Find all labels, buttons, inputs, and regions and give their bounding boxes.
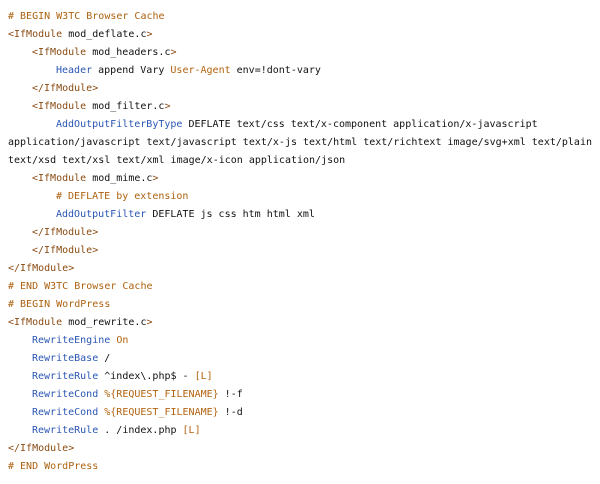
code-directive: AddOutputFilter	[56, 209, 147, 220]
code-value: [L]	[182, 425, 201, 436]
code-line: RewriteCond %{REQUEST_FILENAME} !-d	[8, 404, 600, 422]
code-text: mod_mime.c	[86, 173, 153, 184]
code-directive: RewriteRule	[32, 371, 99, 382]
code-line: # END W3TC Browser Cache	[8, 278, 600, 296]
code-tag: <IfModule	[8, 317, 63, 328]
code-tag: </IfModule>	[32, 83, 99, 94]
code-line: # END WordPress	[8, 458, 600, 476]
code-line: RewriteRule . /index.php [L]	[8, 422, 600, 440]
code-text: ^index\.php$ -	[98, 371, 195, 382]
code-directive: RewriteCond	[32, 407, 99, 418]
code-text: env=!dont-vary	[230, 65, 321, 76]
code-value: %{REQUEST_FILENAME}	[104, 389, 219, 400]
code-line: # BEGIN WordPress	[8, 296, 600, 314]
code-line: RewriteBase /	[8, 350, 600, 368]
code-line: </IfModule>	[8, 440, 600, 458]
code-text: DEFLATE js css htm html xml	[146, 209, 315, 220]
code-line: </IfModule>	[8, 260, 600, 278]
code-value: On	[116, 335, 129, 346]
code-tag: <IfModule	[32, 47, 87, 58]
code-value: User-Agent	[170, 65, 231, 76]
code-comment: # END WordPress	[8, 461, 99, 472]
code-line: <IfModule mod_mime.c>	[8, 170, 600, 188]
code-text: mod_rewrite.c	[62, 317, 147, 328]
code-comment: # BEGIN W3TC Browser Cache	[8, 11, 165, 22]
code-comment: # DEFLATE by extension	[56, 191, 189, 202]
code-comment: # BEGIN WordPress	[8, 299, 111, 310]
code-text: mod_deflate.c	[62, 29, 147, 40]
code-tag: >	[170, 47, 177, 58]
code-text: !-d	[218, 407, 243, 418]
code-tag: <IfModule	[32, 101, 87, 112]
code-line: </IfModule>	[8, 224, 600, 242]
code-tag: >	[146, 29, 153, 40]
code-line: </IfModule>	[8, 242, 600, 260]
code-tag: <IfModule	[8, 29, 63, 40]
code-text: application/javascript text/javascript t…	[8, 137, 592, 148]
code-line: AddOutputFilterByType DEFLATE text/css t…	[8, 116, 600, 134]
code-tag: </IfModule>	[32, 227, 99, 238]
code-line: RewriteEngine On	[8, 332, 600, 350]
code-text: /	[98, 353, 111, 364]
code-text: mod_headers.c	[86, 47, 171, 58]
code-text: DEFLATE text/css text/x-component applic…	[182, 119, 538, 130]
code-directive: RewriteCond	[32, 389, 99, 400]
code-tag: >	[164, 101, 171, 112]
code-tag: >	[146, 317, 153, 328]
code-comment: # END W3TC Browser Cache	[8, 281, 153, 292]
code-line: # DEFLATE by extension	[8, 188, 600, 206]
code-text: . /index.php	[98, 425, 183, 436]
code-line: # BEGIN W3TC Browser Cache	[8, 8, 600, 26]
code-line: <IfModule mod_rewrite.c>	[8, 314, 600, 332]
code-tag: </IfModule>	[32, 245, 99, 256]
code-line: <IfModule mod_deflate.c>	[8, 26, 600, 44]
code-tag: </IfModule>	[8, 263, 75, 274]
code-directive: RewriteEngine	[32, 335, 111, 346]
code-directive: RewriteBase	[32, 353, 99, 364]
code-text: mod_filter.c	[86, 101, 165, 112]
code-line: application/javascript text/javascript t…	[8, 134, 600, 152]
code-tag: >	[152, 173, 159, 184]
code-tag: <IfModule	[32, 173, 87, 184]
code-line: <IfModule mod_filter.c>	[8, 98, 600, 116]
code-value: [L]	[194, 371, 213, 382]
code-text: !-f	[218, 389, 243, 400]
code-line: RewriteRule ^index\.php$ - [L]	[8, 368, 600, 386]
code-line: </IfModule>	[8, 80, 600, 98]
code-tag: </IfModule>	[8, 443, 75, 454]
code-line: text/xsd text/xsl text/xml image/x-icon …	[8, 152, 600, 170]
code-text: text/xsd text/xsl text/xml image/x-icon …	[8, 155, 346, 166]
code-line: Header append Vary User-Agent env=!dont-…	[8, 62, 600, 80]
code-line: AddOutputFilter DEFLATE js css htm html …	[8, 206, 600, 224]
code-line: RewriteCond %{REQUEST_FILENAME} !-f	[8, 386, 600, 404]
code-directive: Header	[56, 65, 93, 76]
code-text: append Vary	[92, 65, 171, 76]
code-directive: RewriteRule	[32, 425, 99, 436]
code-directive: AddOutputFilterByType	[56, 119, 183, 130]
code-value: %{REQUEST_FILENAME}	[104, 407, 219, 418]
code-line: <IfModule mod_headers.c>	[8, 44, 600, 62]
